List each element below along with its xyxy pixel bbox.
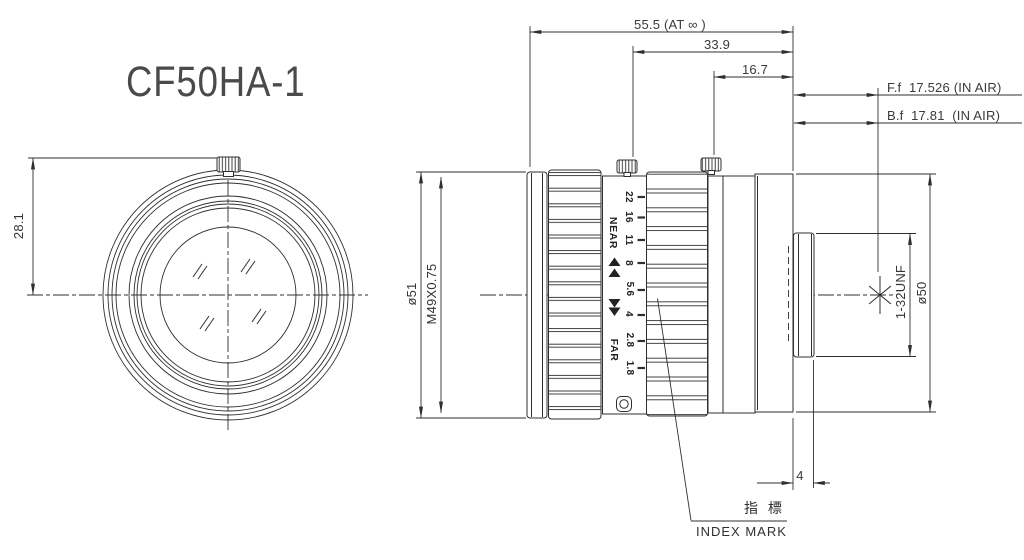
glass-reflection-marks <box>192 258 267 332</box>
dim-label-mount-dia: ø50 <box>914 281 929 305</box>
far-label: FAR <box>608 338 620 362</box>
dim-label-mount-thread: 1-32UNF <box>893 264 908 320</box>
aperture-scale-ticks <box>637 195 645 370</box>
dim-label-front-height: 28.1 <box>11 212 26 240</box>
focus-ring <box>548 169 602 420</box>
index-mark-leader <box>657 298 787 522</box>
dim-label-filter-thread: M49X0.75 <box>424 263 439 325</box>
rear-barrel-b <box>722 175 756 414</box>
fstop-8: 8 <box>623 260 634 266</box>
c-mount-barrel <box>788 232 815 358</box>
page-title: CF50HA-1 <box>126 58 306 106</box>
index-mark-label-en: INDEX MARK <box>696 524 787 539</box>
side-view <box>480 157 897 522</box>
fstop-4: 4 <box>623 311 634 317</box>
front-view <box>27 156 368 432</box>
fstop-5-6: 5.6 <box>624 281 635 297</box>
dim-label-mid: 33.9 <box>703 37 731 52</box>
focus-direction-triangles <box>608 257 621 316</box>
front-filter-ring <box>526 171 548 419</box>
front-lock-knob <box>216 156 241 177</box>
rear-barrel-a <box>707 175 724 414</box>
side-lock-knob-aperture <box>700 157 722 175</box>
dimension-lines <box>416 26 1022 490</box>
set-screw <box>616 396 632 412</box>
fstop-2-8: 2.8 <box>624 332 635 348</box>
rear-flange-ring <box>754 173 794 413</box>
dim-label-overall: 55.5 (AT ∞ ) <box>634 17 706 32</box>
front-view-centerlines <box>27 180 368 432</box>
near-label: NEAR <box>607 216 619 250</box>
image-plane-marker <box>868 276 892 314</box>
dim-label-ff: F.f 17.526 (IN AIR) <box>887 80 1002 95</box>
side-lock-knob-focus <box>616 159 638 177</box>
front-height-dimension <box>28 157 217 296</box>
dim-label-bf: B.f 17.81 (IN AIR) <box>887 108 1001 123</box>
aperture-ring <box>646 171 708 417</box>
fstop-11: 11 <box>623 234 634 246</box>
fstop-1-8: 1.8 <box>624 360 635 376</box>
dim-label-outer-dia: ø51 <box>404 282 419 306</box>
dim-label-mount-length: 4 <box>796 468 804 483</box>
dim-label-front: 16.7 <box>741 62 769 77</box>
index-mark-label-jp: 指 標 <box>744 500 785 516</box>
